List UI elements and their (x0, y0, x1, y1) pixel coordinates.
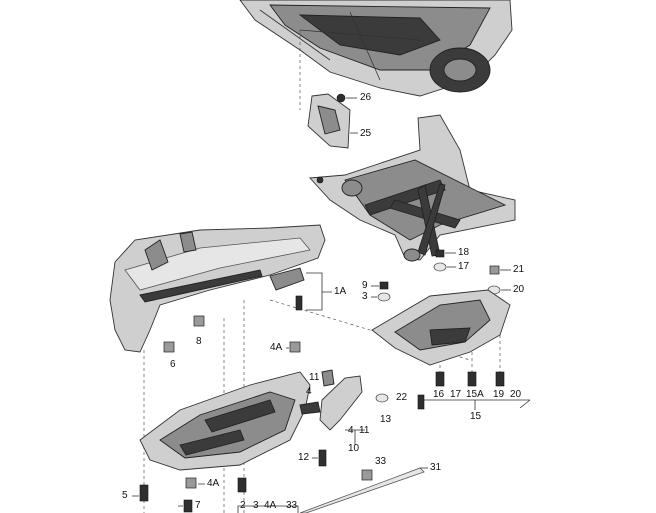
part-25-bracket (307, 93, 358, 149)
callout-9: 9 (362, 280, 368, 291)
callout-31: 31 (430, 462, 442, 473)
part-21-clip (489, 265, 511, 275)
callout-3: 3 (362, 291, 368, 302)
bottom-fasteners (132, 477, 299, 513)
callout-33: 33 (375, 456, 387, 467)
callout-19: 19 (493, 389, 505, 400)
callout-25: 25 (360, 128, 372, 139)
callout-11-lower: 11 (359, 425, 370, 436)
bolt-row-15 (420, 371, 531, 410)
callout-20-row: 20 (510, 389, 522, 400)
part-1A-bracket (269, 267, 332, 311)
callout-10: 10 (348, 443, 360, 454)
callout-4A: 4A (270, 342, 283, 353)
callout-22: 22 (396, 392, 408, 403)
part-17-washer (433, 262, 456, 272)
part-3-washer (371, 292, 391, 302)
front-engine-undertray (139, 371, 311, 471)
callout-17: 17 (458, 261, 470, 272)
callout-20: 20 (513, 284, 525, 295)
side-strut-10 (299, 375, 365, 445)
part-6-clip (163, 341, 175, 353)
front-subframe (309, 114, 516, 262)
callout-1A: 1A (334, 286, 347, 297)
front-bumper-cover (109, 224, 326, 353)
callout-4-upper: 4 (306, 386, 312, 397)
callout-12: 12 (298, 452, 310, 463)
callout-7: 7 (195, 500, 201, 511)
callout-33-bottom: 33 (286, 500, 298, 511)
part-12-bolt (312, 449, 327, 467)
callout-4A-bottom-row: 4A (264, 500, 277, 511)
part-26-nut (336, 93, 357, 103)
part-22-bolt (375, 393, 425, 410)
callout-4A-bottom: 4A (207, 478, 220, 489)
part-4A-clip (286, 341, 301, 353)
part-8-clip (193, 315, 205, 327)
callout-5: 5 (122, 490, 128, 501)
callout-15A: 15A (466, 389, 484, 400)
part-9-nut (371, 281, 389, 290)
callout-4-lower: 4 (348, 425, 354, 436)
callout-6: 6 (170, 359, 176, 370)
callout-3-bottom: 3 (253, 500, 259, 511)
callout-11: 11 (309, 372, 320, 383)
part-11-bracket (321, 369, 335, 387)
callout-21: 21 (513, 264, 525, 275)
vehicle-underbody (239, 0, 513, 97)
callout-26: 26 (360, 92, 372, 103)
callout-18: 18 (458, 247, 470, 258)
callout-15: 15 (470, 411, 482, 422)
callout-8: 8 (196, 336, 202, 347)
callout-16: 16 (433, 389, 445, 400)
part-18-nut (435, 249, 456, 258)
callout-17-row: 17 (450, 389, 462, 400)
callout-2: 2 (240, 500, 246, 511)
part-31-strip (299, 467, 428, 513)
engine-underguard-rear (371, 289, 511, 380)
callout-13: 13 (380, 414, 392, 425)
